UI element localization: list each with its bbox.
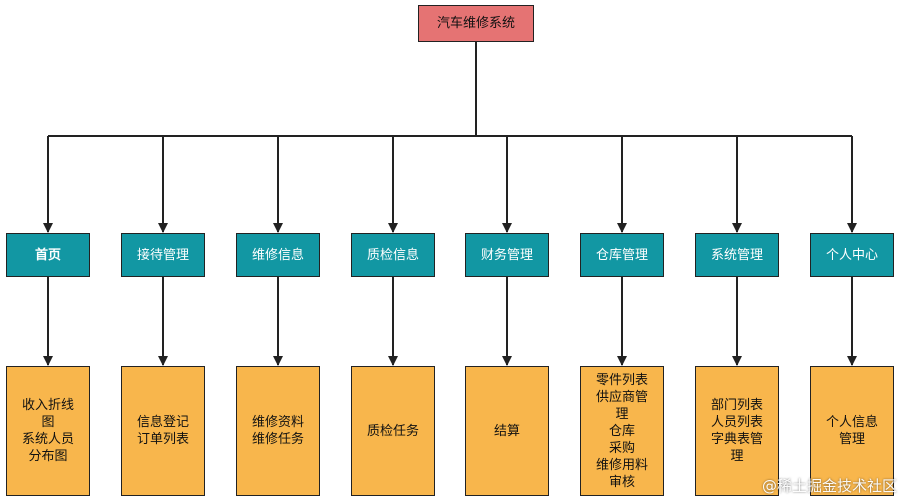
module-node-7: 系统管理 [695,233,779,277]
leaf-node-4: 质检任务 [351,366,435,496]
leaf-node-8: 个人信息 管理 [810,366,894,496]
leaf-node-2: 信息登记 订单列表 [121,366,205,496]
module-node-4: 质检信息 [351,233,435,277]
module-node-6: 仓库管理 [580,233,664,277]
leaf-node-1: 收入折线 图 系统人员 分布图 [6,366,90,496]
leaf-node-7: 部门列表 人员列表 字典表管 理 [695,366,779,496]
leaf-node-3: 维修资料 维修任务 [236,366,320,496]
watermark: @稀土掘金技术社区 [761,477,897,495]
root-node: 汽车维修系统 [418,5,534,42]
leaf-node-5: 结算 [465,366,549,496]
module-node-8: 个人中心 [810,233,894,277]
module-node-1: 首页 [6,233,90,277]
leaf-node-6: 零件列表 供应商管 理 仓库 采购 维修用料 审核 [580,366,664,496]
module-node-2: 接待管理 [121,233,205,277]
module-node-3: 维修信息 [236,233,320,277]
module-node-5: 财务管理 [465,233,549,277]
